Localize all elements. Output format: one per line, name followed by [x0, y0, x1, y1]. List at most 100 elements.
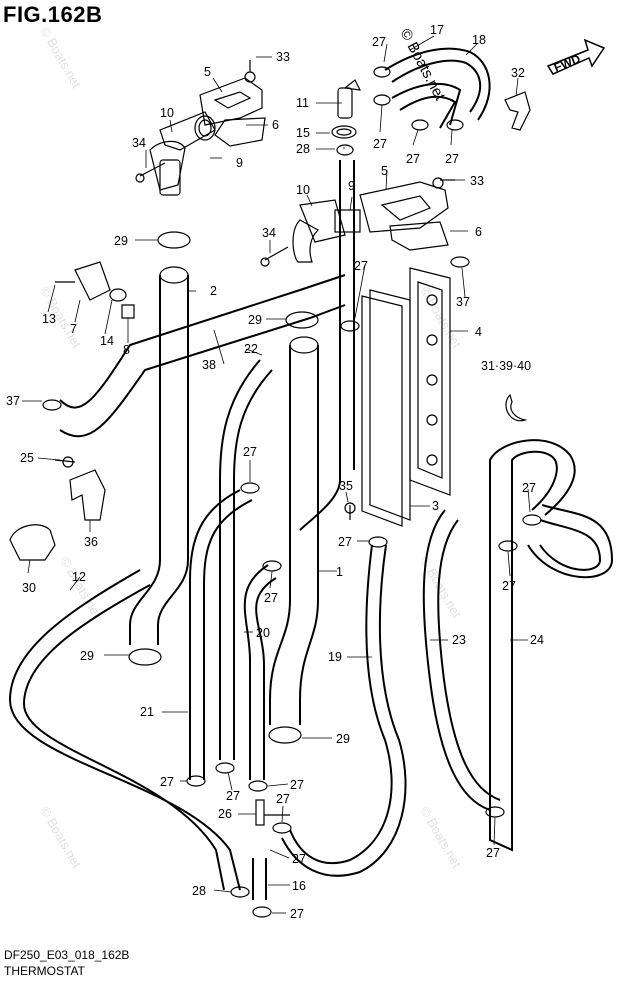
callout-27: 27: [264, 591, 278, 605]
callout-32: 32: [511, 66, 525, 80]
callout-8: 8: [123, 343, 130, 357]
clip-31: [505, 393, 528, 422]
hoses-top: [373, 47, 491, 131]
callout-5: 5: [204, 65, 211, 79]
hose-22: [219, 160, 355, 760]
callout-37: 37: [456, 295, 470, 309]
callout-27: 27: [226, 789, 240, 803]
leader-lines: [22, 35, 531, 914]
callout-34: 34: [262, 226, 276, 240]
callout-2: 2: [210, 284, 217, 298]
callout-27: 27: [445, 152, 459, 166]
callout-27: 27: [243, 445, 257, 459]
callout-19: 19: [328, 650, 342, 664]
callout-33: 33: [276, 50, 290, 64]
callout-14: 14: [100, 334, 114, 348]
callout-21: 21: [140, 705, 154, 719]
callout-27: 27: [373, 137, 387, 151]
hose-2: [129, 266, 189, 645]
watermark: © Boats.net: [37, 24, 84, 91]
fwd-arrow-icon: FWD: [546, 38, 606, 75]
callout-29: 29: [114, 234, 128, 248]
callout-27: 27: [522, 481, 536, 495]
callout-6: 6: [475, 225, 482, 239]
callout-27: 27: [486, 846, 500, 860]
callout-33: 33: [470, 174, 484, 188]
callout-13: 13: [42, 312, 56, 326]
clamp-group: [42, 231, 542, 918]
callout-6: 6: [272, 118, 279, 132]
callout-31-39-40: 31·39·40: [481, 359, 531, 373]
callout-27: 27: [290, 907, 304, 921]
callout-23: 23: [452, 633, 466, 647]
callout-22: 22: [244, 342, 258, 356]
callout-27: 27: [354, 259, 368, 273]
joint-26: [255, 799, 290, 826]
thermostat-housing-lower: [260, 177, 455, 267]
callout-27: 27: [276, 792, 290, 806]
callout-4: 4: [475, 325, 482, 339]
hose-19: [281, 544, 407, 877]
callout-24: 24: [530, 633, 544, 647]
callout-38: 38: [202, 358, 216, 372]
hose-38: [59, 274, 346, 438]
callout-9: 9: [348, 179, 355, 193]
callout-17: 17: [430, 23, 444, 37]
cover-3-gasket-4: [361, 267, 451, 527]
callout-27: 27: [160, 775, 174, 789]
callout-3: 3: [432, 499, 439, 513]
callout-37: 37: [6, 394, 20, 408]
callout-30: 30: [22, 581, 36, 595]
callout-34: 34: [132, 136, 146, 150]
diagram-name: THERMOSTAT: [4, 964, 85, 978]
watermark: © Boats.net: [57, 554, 104, 621]
diagram-code: DF250_E03_018_162B: [4, 948, 130, 962]
hose-24: [489, 439, 614, 852]
callout-25: 25: [20, 451, 34, 465]
callout-10: 10: [296, 183, 310, 197]
callout-36: 36: [84, 535, 98, 549]
hose-23: [422, 509, 501, 811]
callout-18: 18: [472, 33, 486, 47]
callout-35: 35: [339, 479, 353, 493]
callout-28: 28: [296, 142, 310, 156]
hose-1: [269, 336, 319, 725]
bracket-36: [69, 469, 106, 521]
clamp-30: [9, 524, 56, 561]
callout-1: 1: [336, 565, 343, 579]
callout-27: 27: [406, 152, 420, 166]
watermark: © Boats.net: [417, 804, 464, 871]
thermostat-housing-upper: [135, 60, 266, 196]
callout-27: 27: [372, 35, 386, 49]
callout-11: 11: [296, 96, 309, 110]
callout-27: 27: [502, 579, 516, 593]
callout-15: 15: [296, 126, 310, 140]
hose-20-21: [189, 489, 277, 780]
watermark: © Boats.net: [37, 804, 84, 871]
fwd-label: FWD: [552, 51, 583, 74]
figure-title: FIG.162B: [3, 2, 103, 27]
hose-16: [252, 858, 267, 900]
callout-labels: 33 5 10 34 9 6 11 15 28 27 17 18 32 27 2…: [6, 23, 544, 921]
callout-12: 12: [72, 570, 86, 584]
callout-10: 10: [160, 106, 174, 120]
callout-29: 29: [336, 732, 350, 746]
callout-20: 20: [256, 626, 270, 640]
callout-5: 5: [381, 164, 388, 178]
callout-29: 29: [248, 313, 262, 327]
callout-27: 27: [292, 852, 306, 866]
callout-29: 29: [80, 649, 94, 663]
callout-26: 26: [218, 807, 232, 821]
callout-28: 28: [192, 884, 206, 898]
callout-9: 9: [236, 156, 243, 170]
callout-27: 27: [338, 535, 352, 549]
callout-16: 16: [292, 879, 306, 893]
callout-7: 7: [70, 322, 77, 336]
bracket-32: [504, 91, 531, 131]
callout-27: 27: [290, 778, 304, 792]
bolts: [54, 456, 356, 520]
hose-12: [8, 569, 241, 891]
fitting-group: [331, 79, 362, 156]
